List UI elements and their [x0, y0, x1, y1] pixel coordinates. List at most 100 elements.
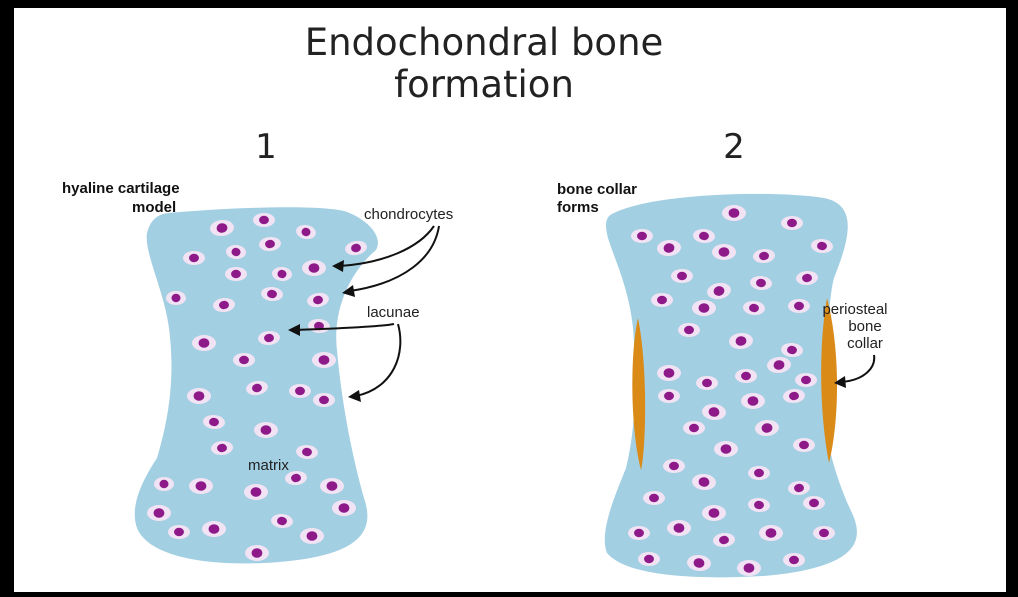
chondrocyte-in-lacuna	[187, 388, 211, 404]
chondrocyte-in-lacuna	[667, 520, 691, 536]
chondrocyte-in-lacuna	[300, 528, 324, 544]
chondrocyte-in-lacuna	[320, 478, 344, 494]
chondrocyte-in-lacuna	[671, 269, 693, 283]
chondrocyte-in-lacuna	[748, 466, 770, 480]
chondrocyte-in-lacuna	[312, 352, 336, 368]
chondrocytes-label: chondrocytes	[364, 206, 453, 223]
chondrocyte	[319, 355, 330, 365]
chondrocyte	[664, 392, 674, 400]
chondrocyte-in-lacuna	[166, 291, 186, 305]
chondrocyte	[699, 303, 710, 313]
chondrocyte	[199, 338, 210, 348]
panel-1-label-line-1: hyaline cartilage	[62, 180, 180, 197]
chondrocyte-in-lacuna	[189, 478, 213, 494]
chondrocyte-in-lacuna	[313, 393, 335, 407]
chondrocyte-in-lacuna	[793, 438, 815, 452]
chondrocyte-in-lacuna	[722, 205, 746, 221]
chondrocyte-in-lacuna	[638, 552, 660, 566]
chondrocyte	[319, 396, 329, 404]
diagram-frame: Endochondral bone formation 1 2 hyaline …	[14, 8, 1006, 592]
chondrocyte-in-lacuna	[735, 369, 757, 383]
panel-2-label-line-1: bone collar	[557, 181, 637, 198]
chondrocyte	[174, 528, 184, 536]
chondrocyte-in-lacuna	[795, 373, 817, 387]
chondrocyte	[637, 232, 647, 240]
chondrocyte-in-lacuna	[696, 376, 718, 390]
chondrocyte-in-lacuna	[714, 441, 738, 457]
chondrocyte-in-lacuna	[147, 505, 171, 521]
chondrocyte	[721, 444, 732, 454]
chondrocyte	[677, 272, 687, 280]
chondrocyte-in-lacuna	[741, 393, 765, 409]
chondrocyte-in-lacuna	[651, 293, 673, 307]
diagram-canvas: Endochondral bone formation 1 2 hyaline …	[14, 8, 1006, 592]
chondrocyte-in-lacuna	[302, 260, 326, 276]
chondrocyte-in-lacuna	[692, 300, 716, 316]
chondrocyte-in-lacuna	[813, 526, 835, 540]
chondrocyte-in-lacuna	[657, 365, 681, 381]
chondrocyte-in-lacuna	[233, 353, 255, 367]
chondrocyte	[787, 219, 797, 227]
periosteal-label-line-1: periosteal	[822, 301, 887, 318]
chondrocyte	[709, 508, 720, 518]
panel-1-label-line-2: model	[132, 199, 176, 216]
chondrocyte-in-lacuna	[225, 267, 247, 281]
chondrocyte	[741, 372, 751, 380]
chondrocyte	[664, 368, 675, 378]
chondrocyte	[684, 326, 694, 334]
chondrocyte	[702, 379, 712, 387]
chondrocyte	[748, 396, 759, 406]
chondrocyte	[794, 302, 804, 310]
chondrocyte	[259, 216, 269, 224]
chondrocyte	[634, 529, 644, 537]
chondrocyte	[252, 548, 263, 558]
chondrocyte	[649, 494, 659, 502]
chondrocyte-in-lacuna	[678, 323, 700, 337]
chondrocyte	[154, 508, 165, 518]
chondrocyte-in-lacuna	[628, 526, 650, 540]
chondrocyte-in-lacuna	[737, 560, 761, 576]
chondrocyte-in-lacuna	[631, 229, 653, 243]
chondrocyte-in-lacuna	[712, 244, 736, 260]
chondrocyte	[261, 425, 272, 435]
chondrocyte	[307, 531, 318, 541]
chondrocyte	[309, 263, 320, 273]
title-line-1: Endochondral bone	[305, 21, 664, 64]
periosteal-collar-arrow	[834, 355, 874, 388]
chondrocyte	[295, 387, 305, 395]
chondrocyte-in-lacuna	[289, 384, 311, 398]
chondrocyte-in-lacuna	[332, 500, 356, 516]
chondrocyte	[809, 499, 819, 507]
chondrocyte-in-lacuna	[202, 521, 226, 537]
chondrocyte	[766, 528, 777, 538]
chondrocyte	[754, 469, 764, 477]
chondrocyte-in-lacuna	[683, 421, 705, 435]
chondrocyte	[799, 441, 809, 449]
title-line-2: formation	[394, 63, 574, 106]
chondrocyte	[160, 480, 169, 488]
lacunae-label: lacunae	[367, 304, 420, 321]
chondrocyte	[801, 376, 811, 384]
periosteal-label-line-2: bone	[848, 318, 881, 335]
chondrocyte-in-lacuna	[658, 389, 680, 403]
chondrocyte-in-lacuna	[788, 299, 810, 313]
chondrocyte	[819, 529, 829, 537]
chondrocyte-in-lacuna	[168, 525, 190, 539]
chondrocyte	[339, 503, 350, 513]
chondrocyte	[327, 481, 338, 491]
chondrocyte	[231, 270, 241, 278]
chondrocyte-in-lacuna	[783, 553, 805, 567]
chondrocyte	[239, 356, 249, 364]
panel-2-number: 2	[723, 127, 745, 167]
chondrocyte	[251, 487, 262, 497]
chondrocyte-in-lacuna	[781, 216, 803, 230]
chondrocyte	[644, 555, 654, 563]
chondrocyte-in-lacuna	[759, 525, 783, 541]
matrix-label: matrix	[248, 457, 289, 474]
chondrocyte-in-lacuna	[183, 251, 205, 265]
chondrocyte-in-lacuna	[254, 422, 278, 438]
chondrocyte-in-lacuna	[245, 545, 269, 561]
chondrocyte-in-lacuna	[244, 484, 268, 500]
chondrocyte	[657, 296, 667, 304]
chondrocyte-in-lacuna	[154, 477, 174, 491]
